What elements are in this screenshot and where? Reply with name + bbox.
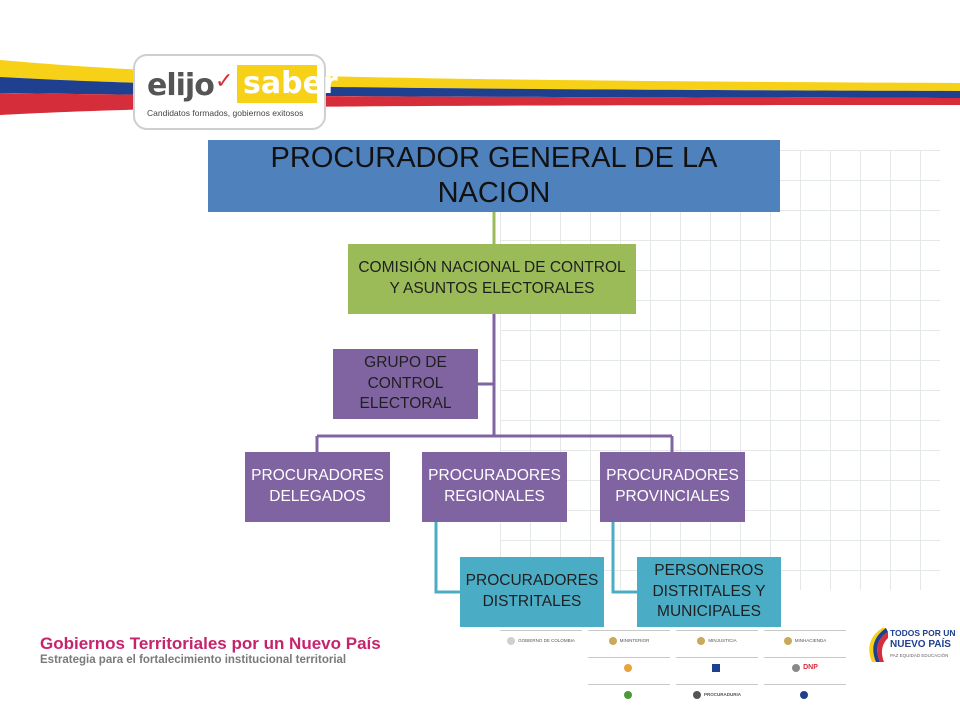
- seal-icon: [507, 636, 516, 645]
- logo-tagline: Candidatos formados, gobiernos exitosos: [147, 108, 304, 118]
- flag-wave-icon: [869, 628, 888, 662]
- todos-por-un-nuevo-pais-logo: TODOS POR UN NUEVO PAÍS PAZ EQUIDAD EDUC…: [862, 622, 956, 670]
- slogan-line-3: PAZ EQUIDAD EDUCACIÓN: [890, 653, 949, 658]
- partner-logo-gobierno: GOBIERNO DE COLOMBIA: [500, 630, 582, 650]
- box-procurador-general: PROCURADOR GENERAL DE LA NACION: [208, 140, 780, 212]
- partner-logo-pyramid: [676, 657, 758, 677]
- box-procuradores-provinciales: PROCURADORES PROVINCIALES: [600, 452, 745, 522]
- partner-logo-minjusticia: MINJUSTICIA: [676, 630, 758, 650]
- logo-word-saber: saber: [237, 65, 338, 103]
- footer-subtitle: Estrategia para el fortalecimiento insti…: [40, 654, 347, 666]
- slogan-line-2: NUEVO PAÍS: [890, 639, 951, 650]
- box-grupo-control-electoral: GRUPO DE CONTROL ELECTORAL: [333, 349, 478, 419]
- seal-icon: [608, 636, 617, 645]
- partner-logo-procuraduria: PROCURADURIA: [676, 684, 758, 704]
- box-comision-nacional: COMISIÓN NACIONAL DE CONTROL Y ASUNTOS E…: [348, 244, 636, 314]
- box-procuradores-delegados: PROCURADORES DELEGADOS: [245, 452, 390, 522]
- partner-logo-minhacienda: MINHACIENDA: [764, 630, 846, 650]
- partner-logo-sena: [588, 684, 670, 704]
- slogan-line-1: TODOS POR UN: [890, 628, 956, 638]
- partner-logo-esap: [764, 684, 846, 704]
- partner-logos: GOBIERNO DE COLOMBIA MININTERIOR MINJUST…: [500, 630, 846, 710]
- partner-logo-fp: [588, 657, 670, 677]
- seal-icon: [623, 663, 632, 672]
- seal-icon: [799, 690, 808, 699]
- elijo-saber-logo: elijo ✓ saber Candidatos formados, gobie…: [133, 54, 338, 130]
- box-personeros: PERSONEROS DISTRITALES Y MUNICIPALES: [637, 557, 781, 627]
- box-procuradores-regionales: PROCURADORES REGIONALES: [422, 452, 567, 522]
- seal-icon: [623, 690, 632, 699]
- partner-logo-dnp: DNP: [764, 657, 846, 677]
- logo-word-elijo: elijo: [147, 68, 215, 103]
- pyramid-icon: [711, 663, 720, 672]
- partner-logo-mininterior: MININTERIOR: [588, 630, 670, 650]
- seal-icon: [783, 636, 792, 645]
- seal-icon: [697, 636, 706, 645]
- logo-checkmark-icon: ✓: [215, 68, 234, 93]
- footer-title: Gobiernos Territoriales por un Nuevo Paí…: [40, 634, 381, 653]
- seal-icon: [792, 663, 801, 672]
- seal-icon: [693, 690, 701, 699]
- box-procuradores-distritales: PROCURADORES DISTRITALES: [460, 557, 604, 627]
